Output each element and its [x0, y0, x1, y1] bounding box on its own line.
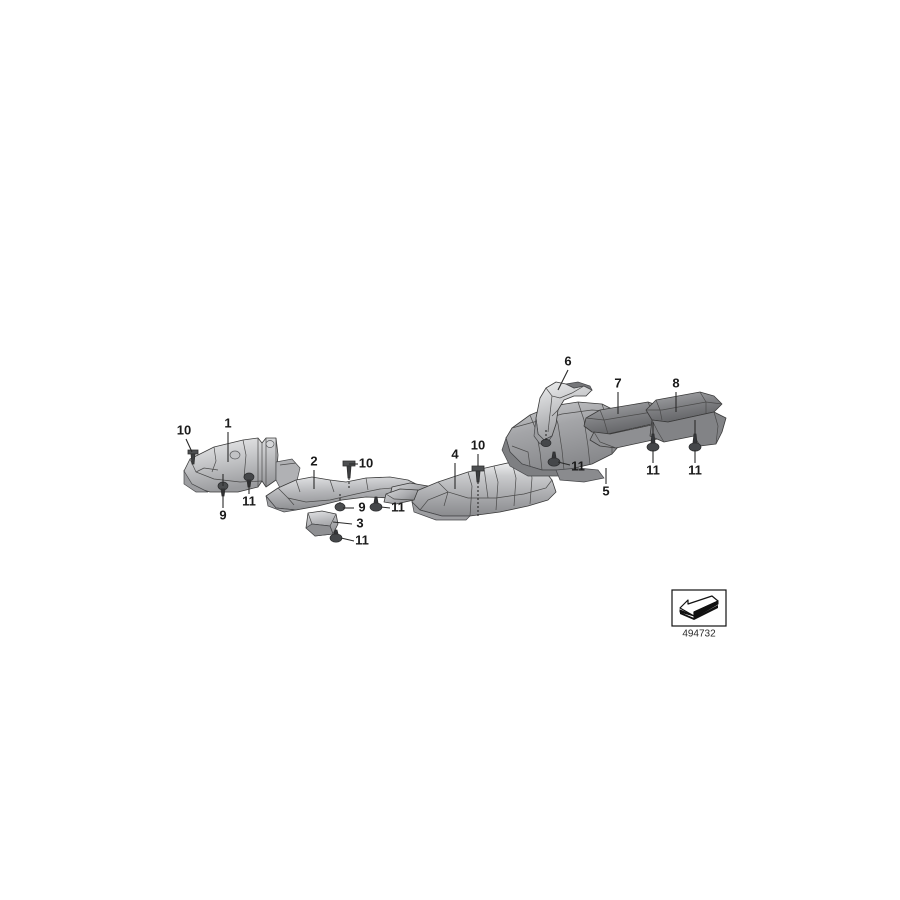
callout-4-c4: 4	[451, 446, 459, 489]
fastener-10-pin-stud-a	[187, 449, 199, 465]
fastener-11-clip-g	[540, 430, 552, 447]
callout-6-c6: 6	[557, 353, 572, 391]
callout-11-c11c: 11	[380, 499, 405, 514]
callout-3-c3: 3	[332, 515, 364, 530]
callout-number-3: 3	[356, 515, 363, 530]
callout-11-c11e: 11	[646, 450, 660, 477]
callout-number-11: 11	[391, 499, 405, 514]
callout-11-c11d: 11	[557, 458, 585, 473]
part-8-rear-axle-heat-shield-right	[645, 391, 727, 447]
callout-number-11: 11	[571, 458, 585, 473]
callout-10-c10a: 10	[177, 422, 193, 453]
callout-number-6: 6	[564, 353, 571, 368]
callout-number-11: 11	[688, 462, 702, 477]
reference-number-text: 494732	[682, 629, 716, 640]
callout-leader-line	[557, 461, 571, 466]
callout-number-9: 9	[219, 507, 226, 522]
part-6-curved-bracket-shield	[533, 381, 593, 445]
part-4-left-flange	[383, 488, 419, 505]
callout-leader-line	[557, 369, 569, 391]
callout-number-11: 11	[242, 493, 256, 508]
callout-2-c2: 2	[310, 453, 318, 489]
callout-10-c10c: 10	[471, 437, 485, 466]
callout-leader-line	[340, 537, 355, 542]
callout-number-10: 10	[177, 422, 191, 437]
callout-number-11: 11	[355, 532, 369, 547]
callout-1-c1: 1	[224, 415, 232, 462]
callout-number-9: 9	[358, 499, 365, 514]
callout-7-c7: 7	[614, 375, 622, 414]
fastener-11-clip-f	[688, 420, 702, 452]
callout-number-1: 1	[224, 415, 231, 430]
fastener-11-clip-c	[369, 496, 383, 512]
callout-9-c9b: 9	[343, 499, 366, 514]
part-7-rear-axle-heat-shield-left	[583, 401, 669, 449]
callout-leader-line	[185, 438, 193, 453]
callout-number-10: 10	[359, 455, 373, 470]
callout-number-2: 2	[310, 453, 317, 468]
callout-9-c9a: 9	[219, 490, 227, 522]
part-1-front-tunnel-heat-shield	[183, 437, 301, 493]
fastener-11-clip-b	[329, 529, 343, 543]
callout-number-5: 5	[602, 483, 609, 498]
callout-leader-line	[380, 506, 391, 509]
reference-box: 494732	[671, 589, 727, 640]
callout-11-c11b: 11	[340, 532, 369, 547]
callout-number-8: 8	[672, 375, 679, 390]
callout-11-c11f: 11	[688, 450, 702, 477]
fastener-9-hex-nut-b	[334, 494, 346, 512]
fastener-10-pin-stud-c	[471, 465, 485, 516]
callout-number-7: 7	[614, 375, 621, 390]
callout-number-10: 10	[471, 437, 485, 452]
wedge-arrow-icon	[679, 595, 719, 620]
callout-5-c5: 5	[602, 468, 610, 498]
callout-number-4: 4	[451, 446, 459, 461]
callout-10-c10b: 10	[349, 455, 373, 470]
part-4-rear-tunnel-heat-shield	[411, 461, 557, 521]
callout-11-c11a: 11	[242, 481, 256, 508]
part-3-small-deflector-bracket	[305, 510, 339, 537]
callout-layer: 1 2 3 4 5 6 7 8 9 9 10 10 10 11 11 11 11 11 11	[177, 353, 702, 547]
callout-leader-line	[332, 521, 353, 525]
callout-number-11: 11	[646, 462, 660, 477]
callout-8-c8: 8	[672, 375, 680, 412]
